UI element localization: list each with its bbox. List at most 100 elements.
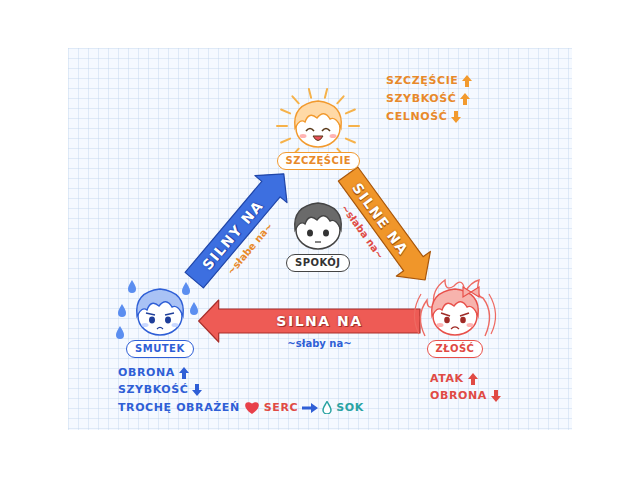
face-part	[146, 313, 155, 315]
emotion-node: SZCZĘŚCIE	[277, 96, 360, 170]
strength-arrow	[199, 300, 420, 342]
down-icon	[491, 390, 501, 402]
down-icon-svg	[192, 384, 202, 396]
grid-lines	[68, 48, 572, 430]
face-part	[171, 323, 178, 327]
face-part	[294, 203, 341, 230]
stat-text: SERC	[264, 401, 298, 415]
face-part	[338, 96, 344, 103]
face-part	[165, 317, 171, 324]
face-part	[137, 289, 184, 316]
face-part	[437, 323, 444, 327]
face-part	[489, 294, 496, 334]
up-icon	[462, 75, 472, 87]
stat-text: SZYBKOŚĆ	[386, 92, 456, 106]
stat-row: SZYBKOŚĆ	[386, 92, 470, 106]
down-icon-svg	[451, 111, 461, 123]
face-part	[118, 304, 126, 317]
face-drawing	[130, 284, 190, 338]
heart-icon-shape	[245, 402, 259, 414]
face-part	[157, 328, 163, 330]
face-part	[414, 294, 421, 334]
up-icon-svg	[468, 373, 478, 385]
face-part	[307, 229, 313, 236]
right-icon-svg	[302, 403, 318, 413]
down-icon-shape	[491, 390, 501, 402]
face-part	[460, 313, 469, 316]
arrow-label: SILNA NA	[276, 313, 362, 329]
stat-row: CELNOŚĆ	[386, 110, 461, 124]
drop-icon-shape	[323, 402, 331, 415]
up-icon-shape	[468, 373, 478, 385]
face-part	[313, 136, 323, 141]
stat-text: TROCHĘ OBRAŻEŃ	[118, 401, 240, 415]
up-icon-shape	[179, 367, 189, 379]
face-part	[306, 129, 314, 132]
face-part	[323, 229, 329, 236]
stat-text: SZYBKOŚĆ	[118, 383, 188, 397]
stat-text: OBRONA	[430, 389, 487, 403]
face-part	[300, 134, 307, 138]
face-part	[463, 287, 479, 297]
face-drawing	[425, 284, 485, 338]
face-drawing	[288, 96, 348, 150]
down-icon	[451, 111, 461, 123]
face-part	[432, 289, 479, 316]
face-part	[330, 134, 337, 138]
emotion-label: SPOKÓJ	[286, 254, 350, 272]
stat-text: ATAK	[430, 372, 464, 386]
heart-icon-svg	[244, 400, 260, 415]
up-icon-shape	[460, 93, 470, 105]
face-part	[444, 317, 450, 323]
face-part	[349, 125, 359, 127]
face-part	[322, 129, 330, 132]
up-icon	[468, 373, 478, 385]
stat-row: SZYBKOŚĆ	[118, 383, 202, 397]
face-drawing	[288, 198, 348, 252]
right-icon	[302, 403, 318, 413]
up-icon-svg	[460, 93, 470, 105]
stat-text: SZCZĘŚCIE	[386, 74, 458, 88]
face-part	[182, 282, 190, 295]
face-part	[346, 110, 355, 114]
face-part	[346, 139, 355, 143]
face-part	[277, 125, 287, 127]
emotion-label: SZCZĘŚCIE	[277, 152, 360, 170]
face-part	[309, 89, 311, 98]
up-icon-svg	[179, 367, 189, 379]
face-part	[451, 327, 459, 329]
right-icon-shape	[302, 403, 318, 413]
up-icon-shape	[462, 75, 472, 87]
face-part	[281, 139, 290, 143]
down-icon	[192, 384, 202, 396]
face-part	[128, 280, 136, 293]
heart-icon	[244, 400, 260, 415]
face-part	[315, 241, 321, 242]
face-part	[190, 302, 198, 315]
drop-icon-svg	[322, 401, 332, 414]
stat-row: OBRONA	[118, 366, 189, 380]
down-icon-svg	[491, 390, 501, 402]
up-icon	[460, 93, 470, 105]
up-icon	[179, 367, 189, 379]
stat-text: SOK	[336, 401, 364, 415]
face-part	[325, 89, 327, 98]
face-part	[467, 323, 474, 327]
strength-arrow	[338, 167, 430, 280]
face-part	[165, 313, 174, 315]
drop-icon	[322, 401, 332, 414]
paper	[68, 48, 572, 430]
face-part	[116, 326, 124, 339]
face-part	[460, 317, 466, 323]
stat-row: OBRONA	[430, 389, 501, 403]
stat-text: OBRONA	[118, 366, 175, 380]
down-icon-shape	[192, 384, 202, 396]
face-part	[281, 110, 290, 114]
emotion-node: ZŁOŚĆ	[425, 284, 485, 358]
face-part	[295, 101, 342, 128]
face-part	[293, 96, 299, 103]
emotion-label: ZŁOŚĆ	[427, 340, 484, 358]
emotion-label: SMUTEK	[126, 340, 194, 358]
face-part	[141, 323, 148, 327]
face-part	[420, 280, 489, 336]
